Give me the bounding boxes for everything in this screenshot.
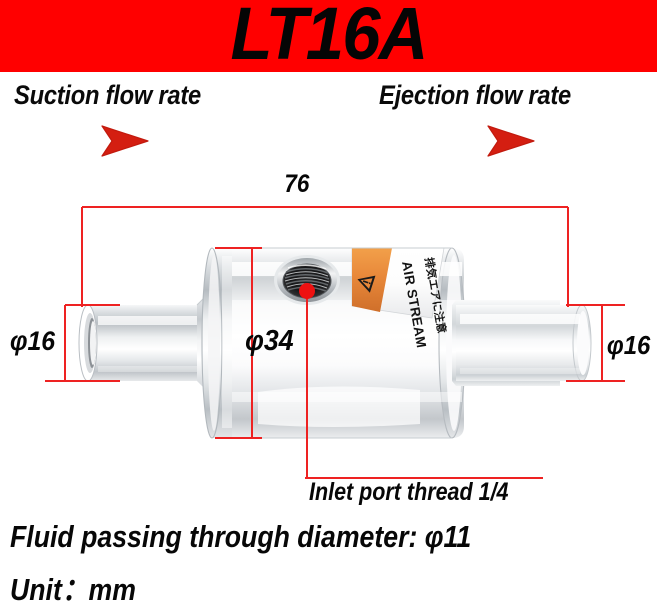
fluid-diameter-note: Fluid passing through diameter: φ11 xyxy=(10,519,472,554)
dim-label-right-port-diameter: φ16 xyxy=(606,330,651,360)
inlet-port-callout-label: Inlet port thread 1/4 xyxy=(309,478,509,506)
unit-note: Unit：mm xyxy=(10,572,136,607)
left-suction-tube xyxy=(78,304,208,382)
dim-label-left-port-diameter: φ16 xyxy=(9,326,56,356)
dim-label-overall-length: 76 xyxy=(284,170,310,198)
warning-triangle-icon xyxy=(357,275,376,293)
right-ejection-tube xyxy=(452,300,592,386)
suction-flow-label: Suction flow rate xyxy=(14,80,201,110)
model-banner: LT16A xyxy=(0,0,657,72)
inlet-port-thread xyxy=(274,255,340,305)
dim-label-body-diameter: φ34 xyxy=(245,325,294,357)
ejection-flow-label: Ejection flow rate xyxy=(379,80,571,110)
model-title: LT16A xyxy=(230,0,429,75)
inlet-port-marker-dot xyxy=(299,283,315,299)
suction-flow-arrow xyxy=(101,125,149,157)
left-flange xyxy=(201,247,237,439)
ejection-flow-arrow xyxy=(487,125,535,157)
